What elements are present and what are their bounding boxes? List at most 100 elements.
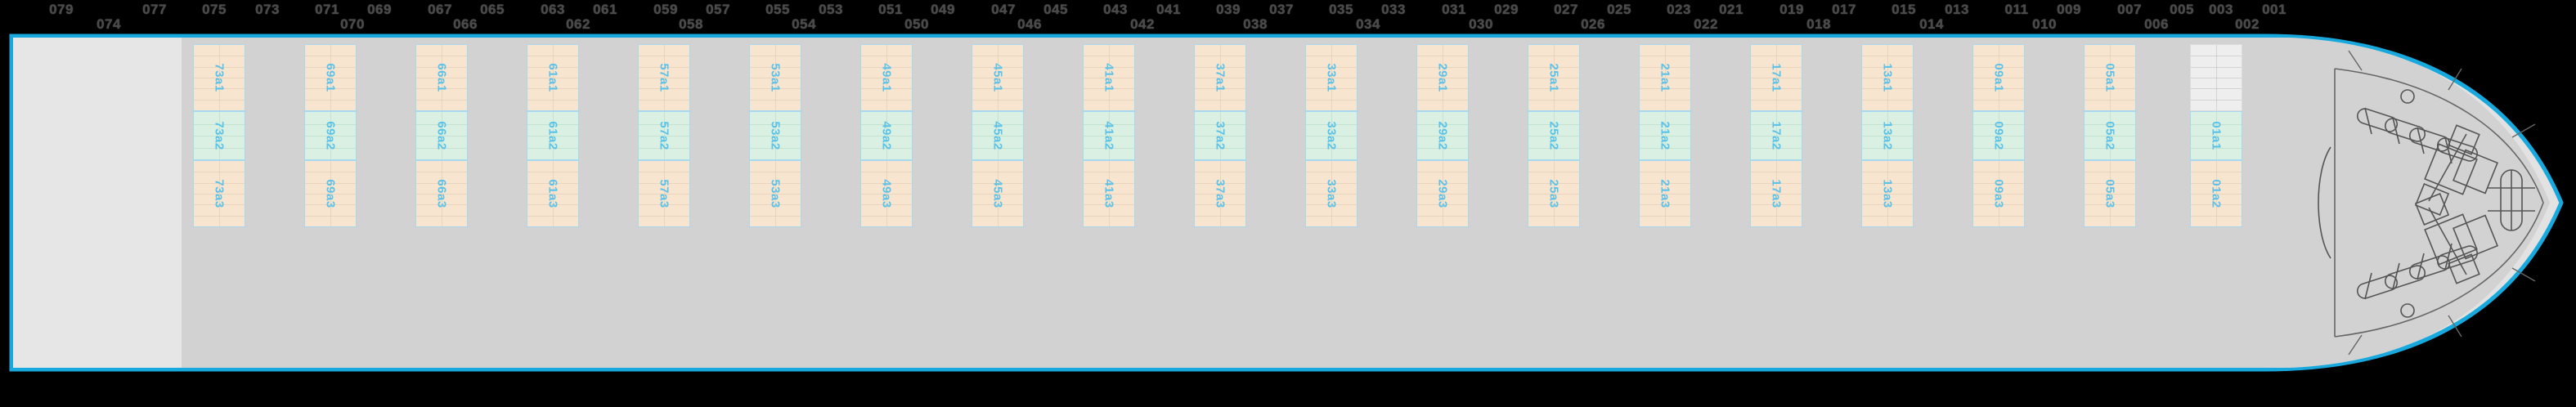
cargo-cell[interactable]: 49a2 (860, 111, 913, 160)
cell-slot-grid (972, 45, 1023, 110)
cargo-cell[interactable]: 33a1 (1305, 44, 1358, 111)
cargo-cell[interactable]: 41a2 (1083, 111, 1135, 160)
cargo-cell[interactable]: 21a1 (1639, 44, 1691, 111)
cargo-cell[interactable]: 49a3 (860, 160, 913, 227)
cargo-cell[interactable]: 17a1 (1750, 44, 1802, 111)
cargo-cell[interactable]: 09a2 (1972, 111, 2025, 160)
cargo-cell[interactable]: 29a2 (1416, 111, 1469, 160)
bay-number-odd: 031 (1442, 2, 1466, 17)
cargo-cell[interactable]: 13a2 (1861, 111, 1914, 160)
cargo-cell[interactable]: 57a2 (638, 111, 690, 160)
cargo-cell[interactable]: 69a1 (304, 44, 357, 111)
cargo-cell[interactable]: 45a1 (972, 44, 1024, 111)
mooring-bitt-aft-icon (2400, 303, 2415, 318)
cargo-cell[interactable]: 37a1 (1194, 44, 1246, 111)
cargo-cell[interactable]: 05a1 (2084, 44, 2136, 111)
cargo-cell[interactable]: 53a1 (749, 44, 801, 111)
cargo-cell[interactable]: 73a2 (193, 111, 245, 160)
cargo-cell[interactable]: 13a1 (1861, 44, 1914, 111)
cargo-cell[interactable]: 25a1 (1528, 44, 1580, 111)
cargo-cell[interactable]: 57a1 (638, 44, 690, 111)
cargo-cell[interactable]: 17a2 (1750, 111, 1802, 160)
cargo-cell[interactable]: 09a1 (1972, 44, 2025, 111)
cargo-cell[interactable]: 57a3 (638, 160, 690, 227)
cargo-cell[interactable]: 29a3 (1416, 160, 1469, 227)
cell-slot-grid (527, 112, 578, 159)
cargo-cell[interactable]: 37a3 (1194, 160, 1246, 227)
cell-slot-grid (416, 112, 467, 159)
cargo-cell[interactable]: 41a1 (1083, 44, 1135, 111)
cell-slot-grid (527, 45, 578, 110)
cargo-cell[interactable]: 17a3 (1750, 160, 1802, 227)
cargo-cell[interactable]: 25a2 (1528, 111, 1580, 160)
cargo-cell[interactable]: 21a3 (1639, 160, 1691, 227)
bay-number-odd: 053 (819, 2, 843, 17)
cargo-cell[interactable]: 45a3 (972, 160, 1024, 227)
cargo-cell[interactable]: 33a3 (1305, 160, 1358, 227)
cell-slot-grid (416, 161, 467, 226)
cargo-cell[interactable]: 69a3 (304, 160, 357, 227)
cell-slot-grid (1528, 112, 1579, 159)
cargo-cell[interactable]: 53a2 (749, 111, 801, 160)
cargo-cell[interactable]: 66a3 (415, 160, 468, 227)
cargo-cell[interactable]: 05a2 (2084, 111, 2136, 160)
cell-slot-grid (1640, 45, 1690, 110)
cargo-cell[interactable]: 73a3 (193, 160, 245, 227)
cargo-cell[interactable]: 01a1 (2190, 111, 2242, 160)
cargo-cell[interactable] (2190, 44, 2242, 111)
cargo-cell[interactable]: 37a2 (1194, 111, 1246, 160)
cargo-cell[interactable]: 25a3 (1528, 160, 1580, 227)
cargo-cell[interactable]: 66a1 (415, 44, 468, 111)
cargo-cell[interactable]: 13a3 (1861, 160, 1914, 227)
cell-slot-grid (750, 161, 801, 226)
bay-number-odd: 023 (1667, 2, 1691, 17)
cargo-cell[interactable]: 21a2 (1639, 111, 1691, 160)
anchor-windlass-aft-icon (2414, 192, 2499, 284)
forecastle-curve (2334, 68, 2544, 338)
cargo-cell[interactable]: 29a1 (1416, 44, 1469, 111)
cargo-cell[interactable]: 05a3 (2084, 160, 2136, 227)
cargo-cell[interactable]: 33a2 (1305, 111, 1358, 160)
cell-slot-grid (1417, 161, 1468, 226)
cargo-cell[interactable]: 61a1 (527, 44, 579, 111)
bay-number-odd: 035 (1329, 2, 1353, 17)
bay-number-odd: 057 (706, 2, 730, 17)
mooring-winch-port-aft-icon (2356, 262, 2426, 300)
cargo-cell[interactable]: 41a3 (1083, 160, 1135, 227)
cargo-cell[interactable]: 53a3 (749, 160, 801, 227)
cell-slot-grid (972, 161, 1023, 226)
cargo-cell[interactable]: 73a1 (193, 44, 245, 111)
bay-number-even: 058 (679, 16, 703, 32)
cargo-cell[interactable]: 61a3 (527, 160, 579, 227)
cargo-cell[interactable]: 09a3 (1972, 160, 2025, 227)
cell-slot-grid (1195, 112, 1245, 159)
cell-slot-grid (1862, 112, 1913, 159)
cargo-cell[interactable]: 49a1 (860, 44, 913, 111)
cargo-cell[interactable]: 61a2 (527, 111, 579, 160)
cargo-cell[interactable]: 69a2 (304, 111, 357, 160)
bay-number-even: 026 (1581, 16, 1605, 32)
cargo-cell[interactable]: 45a2 (972, 111, 1024, 160)
bow-deck-equipment (2318, 89, 2535, 318)
cargo-cell[interactable]: 66a2 (415, 111, 468, 160)
cargo-cell[interactable]: 01a2 (2190, 160, 2242, 227)
